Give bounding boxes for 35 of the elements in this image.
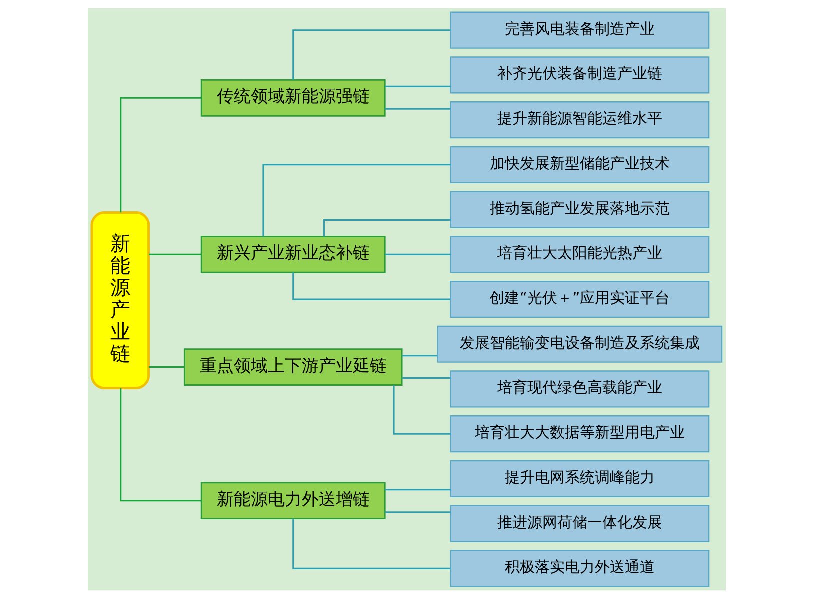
connector: [385, 512, 451, 514]
connector: [385, 489, 451, 491]
connector: [120, 97, 202, 213]
connector: [385, 86, 451, 88]
node-box: 培育壮大太阳能光热产业: [450, 236, 710, 274]
node-box: 完善风电装备制造产业: [450, 12, 710, 49]
connector: [292, 272, 450, 300]
connector: [292, 30, 450, 80]
connector: [402, 355, 438, 357]
connector: [402, 378, 451, 379]
connector: [393, 386, 451, 435]
node-box: 创建“光伏＋”应用实证平台: [450, 280, 710, 318]
node-box: 加快发展新型储能产业技术: [450, 146, 710, 184]
node-box: 新能源产业链: [90, 212, 150, 390]
node-box: 推动氢能产业发展落地示范: [450, 191, 710, 228]
node-box: 培育现代绿色高载能产业: [450, 370, 710, 408]
node-box: 提升电网系统调峰能力: [450, 460, 710, 498]
connector: [148, 366, 185, 368]
node-box: 培育壮大大数据等新型用电产业: [450, 416, 710, 453]
node-box: 新兴产业新业态补链: [200, 236, 386, 274]
node-box: 补齐光伏装备制造产业链: [450, 56, 710, 94]
connector: [385, 254, 451, 256]
connector: [120, 388, 202, 502]
node-box: 推进源网荷储一体化发展: [450, 505, 710, 542]
node-box: 提升新能源智能运维水平: [450, 102, 710, 139]
connector: [292, 519, 450, 570]
node-box: 积极落实电力外送通道: [450, 550, 710, 588]
node-box: 发展智能输变电设备制造及系统集成: [437, 326, 723, 363]
connector: [148, 254, 202, 256]
node-box: 传统领域新能源强链: [200, 79, 386, 117]
node-box: 新能源电力外送增链: [200, 482, 386, 520]
node-box: 重点领域上下游产业延链: [184, 348, 403, 386]
connector: [262, 164, 451, 236]
connector: [324, 220, 451, 237]
connector: [385, 108, 451, 110]
